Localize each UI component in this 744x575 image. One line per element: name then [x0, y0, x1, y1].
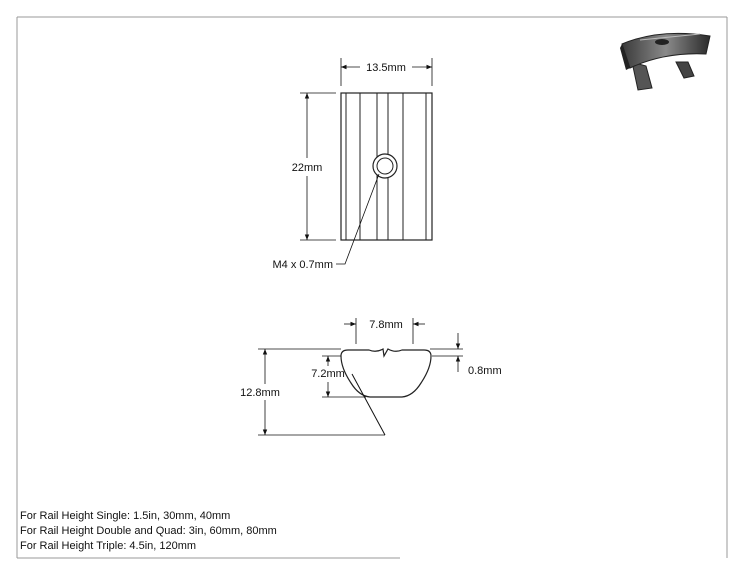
thread-label: M4 x 0.7mm: [272, 259, 333, 271]
note-triple: For Rail Height Triple: 4.5in, 120mm: [20, 540, 197, 552]
dim-top-width: 13.5mm: [340, 58, 433, 86]
top-view: [340, 92, 433, 241]
sheet-border: [16, 16, 728, 559]
side-width-label: 7.8mm: [369, 319, 403, 331]
dim-lip-height: 0.8mm: [430, 333, 502, 377]
side-leader-line: [351, 373, 386, 436]
dim-side-width: 7.8mm: [344, 318, 425, 344]
nut-3d-thumbnail: [620, 32, 711, 91]
dim-top-height: 22mm: [292, 92, 336, 241]
top-height-label: 22mm: [292, 162, 323, 174]
side-view: [340, 348, 432, 398]
dim-side-inner-height: 7.2mm: [311, 355, 366, 398]
note-double-quad: For Rail Height Double and Quad: 3in, 60…: [20, 525, 277, 537]
dim-side-total-height: 12.8mm: [240, 348, 385, 436]
lip-height-label: 0.8mm: [468, 365, 502, 377]
side-total-height-label: 12.8mm: [240, 387, 280, 399]
top-width-label: 13.5mm: [366, 62, 406, 74]
dim-thread-leader: M4 x 0.7mm: [272, 173, 380, 271]
side-inner-height-label: 7.2mm: [311, 368, 345, 380]
note-single: For Rail Height Single: 1.5in, 30mm, 40m…: [20, 510, 231, 522]
